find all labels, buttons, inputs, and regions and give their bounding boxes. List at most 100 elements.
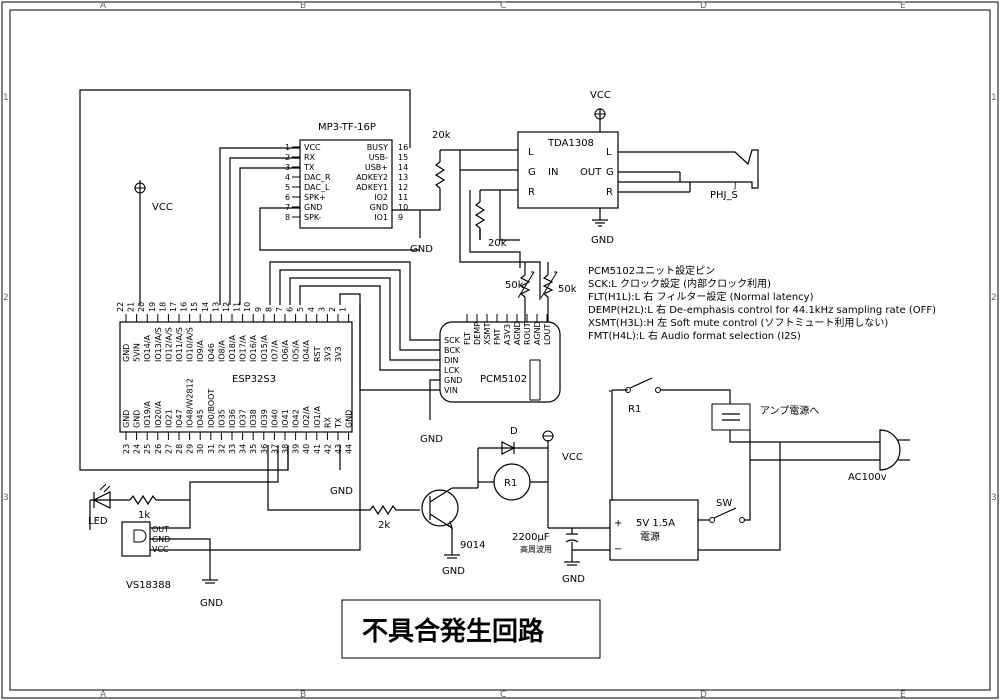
tda-right-r: R	[606, 187, 613, 198]
esp-pin-label: TX	[334, 417, 343, 429]
pcm-pin-label: AGND	[533, 321, 542, 345]
diagram-title: 不具合発生回路	[362, 616, 545, 647]
tda-right-g: G	[606, 167, 614, 178]
mp3-pin-number: 6	[285, 193, 290, 202]
capacitor: 2200μF 高周波用 GND	[512, 527, 610, 585]
grid-col-label: A	[100, 1, 107, 11]
esp-pin-number: 28	[175, 444, 184, 454]
mp3-pin-number: 16	[398, 143, 408, 152]
gnd-pcm-label: GND	[420, 434, 443, 445]
esp-pin-number: 13	[211, 302, 220, 312]
mp3-pin-number: 8	[285, 213, 290, 222]
mp3-pin-label: TX	[303, 163, 315, 172]
vcc-left-label: VCC	[152, 202, 173, 213]
tda-name: TDA1308	[547, 138, 594, 149]
tda1308: TDA1308 L G R IN OUT L G R	[517, 131, 619, 209]
esp-pin-number: 29	[186, 444, 195, 454]
psu-voltage: 5V 1.5A	[636, 518, 675, 529]
esp-pin-label: RX	[323, 416, 332, 428]
ir-receiver: OUT GND VCC VS18388 GND	[121, 521, 223, 609]
wire-pcm-vin	[339, 293, 440, 391]
note-line: XSMT(H3L):H 左 Soft mute control (ソフトミュート…	[588, 316, 888, 329]
wire-mp3-vcc	[219, 147, 300, 305]
note-line: FMT(H4L):L 右 Audio format selection (I2S…	[588, 329, 801, 342]
esp-box	[119, 321, 353, 433]
esp-pin-number: 27	[164, 444, 173, 454]
pcm-pin-label: AGND	[513, 321, 522, 345]
diode-label: D	[510, 426, 518, 437]
mp3-pin-label: USB-	[369, 153, 388, 162]
esp-pin-number: 21	[127, 302, 136, 312]
mp3-pin-number: 4	[285, 173, 290, 182]
tda-left-l: L	[528, 147, 534, 158]
note-line: FLT(H1L):L 右 フィルター設定 (Normal latency)	[588, 290, 814, 303]
psu-plus: +	[614, 518, 622, 529]
esp32s3: ESP32S3 22GND215VIN20IO14/A19IO13/A/S18I…	[116, 302, 354, 454]
r20k-b-label: 20k	[488, 238, 507, 249]
esp-pin-label: IO11/A/S	[175, 327, 184, 362]
tda-left-r: R	[528, 187, 535, 198]
wire-mp3-rx	[229, 157, 300, 305]
esp-pin-number: 4	[307, 307, 316, 312]
relay-sw-label: R1	[628, 404, 641, 415]
esp-pin-label: IO42	[292, 409, 301, 428]
esp-pin-number: 19	[148, 302, 157, 312]
r1k-label: 1k	[138, 510, 150, 521]
gnd-cap-label: GND	[562, 574, 585, 585]
mp3-pin-number: 5	[285, 183, 290, 192]
cap-note: 高周波用	[520, 544, 552, 554]
grid-col-label: D	[700, 1, 707, 11]
grid-row-label: 2	[3, 293, 9, 303]
vcc-symbol-tda: VCC	[590, 90, 611, 132]
grid-row-label: 3	[991, 493, 997, 503]
r2k-label: 2k	[378, 520, 390, 531]
grid-col-label: C	[500, 1, 506, 11]
esp-pin-number: 20	[137, 302, 146, 312]
wire-tda-g	[459, 150, 518, 171]
esp-pin-label: IO36	[228, 409, 237, 428]
esp-pin-label: IO10/A/S	[186, 327, 195, 362]
grid-row-label: 1	[3, 93, 9, 103]
esp-pin-number: 17	[169, 302, 178, 312]
esp-pin-number: 6	[286, 307, 295, 312]
esp-pin-number: 34	[239, 444, 248, 454]
mp3-pin-label: ADKEY2	[356, 173, 388, 182]
wire-mp3-gnd-esp	[259, 207, 420, 251]
wire-esp-ir-out	[150, 445, 279, 529]
esp-pin-number: 33	[228, 444, 237, 454]
esp-pin-label: GND	[133, 410, 142, 428]
grid-col-label: B	[300, 1, 306, 11]
esp-pin-number: 43	[334, 444, 343, 454]
mp3-pin-label: IO1	[374, 213, 388, 222]
ir-name: VS18388	[126, 580, 171, 591]
wire-pcm-bck	[279, 269, 440, 351]
esp-pin-number: 10	[243, 302, 252, 312]
title-box	[341, 599, 601, 659]
esp-pin-number: 40	[302, 444, 311, 454]
wire-esp-vcc-ir	[150, 305, 361, 551]
esp-pin-label: IO12/A/S	[164, 327, 173, 362]
vcc-symbol-left: VCC	[134, 180, 173, 305]
mp3-pin-number: 15	[398, 153, 408, 162]
mp3-pin-label: DAC_L	[304, 183, 330, 192]
esp-pin-label: IO46	[207, 343, 216, 362]
mp3-pin-number: 11	[398, 193, 408, 202]
pcm-pin-label: FMT	[493, 328, 502, 345]
amp-label: アンプ電源へ	[760, 404, 819, 417]
diode: D	[501, 426, 518, 455]
esp-pin-label: IO6/A	[281, 340, 290, 362]
mp3-pin-number: 14	[398, 163, 408, 172]
esp-pin-label: IO47	[175, 409, 184, 428]
esp-pin-label: IO40	[270, 409, 279, 428]
esp-pin-label: IO39	[260, 409, 269, 428]
mp3-pin-label: GND	[370, 203, 388, 212]
jack-ref: J	[733, 181, 736, 190]
esp-pin-number: 8	[264, 307, 273, 312]
esp-pin-label: IO38	[249, 409, 258, 428]
pcm-pin-label: BCK	[444, 346, 461, 355]
